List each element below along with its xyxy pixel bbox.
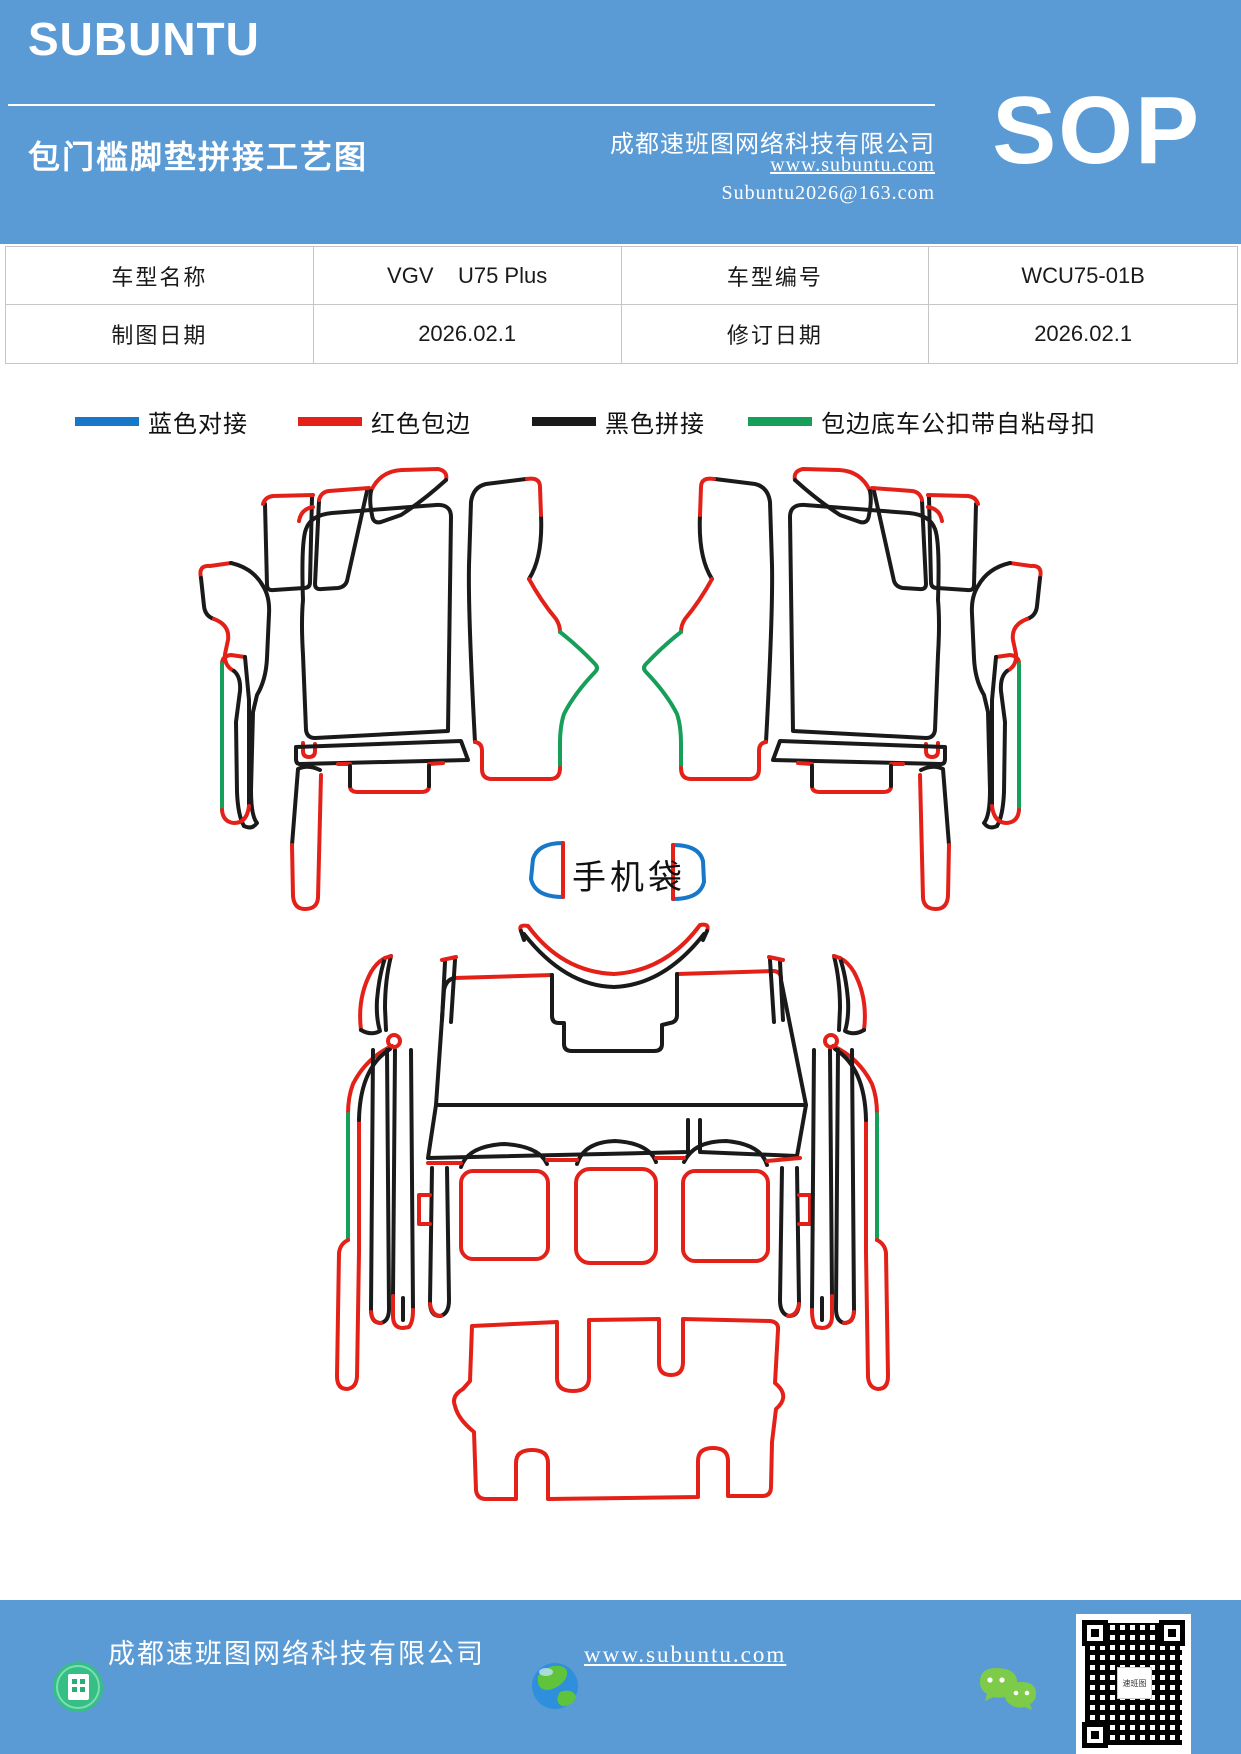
legend-label-black: 黑色拼接	[605, 412, 705, 438]
legend-swatch-green	[748, 417, 812, 426]
qr-finder-top-right	[1159, 1620, 1185, 1646]
legend-item-green: 包边底车公扣带自粘母扣	[748, 404, 1096, 439]
globe-icon	[532, 1663, 578, 1709]
legend-swatch-blue	[75, 417, 139, 426]
revise-date-value: 2026.02.1	[1034, 321, 1133, 346]
header-email: Subuntu2026@163.com	[721, 182, 935, 204]
legend-label-blue: 蓝色对接	[148, 412, 248, 438]
header-divider	[8, 104, 935, 106]
rear-mat-assembly-outline	[335, 922, 890, 1391]
model-code-label: 车型编号	[621, 247, 930, 305]
legend-item-red: 红色包边	[298, 404, 471, 439]
qr-code: 速班图	[1076, 1614, 1191, 1754]
legend: 蓝色对接 红色包边 黑色拼接 包边底车公扣带自粘母扣	[0, 398, 1241, 438]
qr-center-logo: 速班图	[1117, 1667, 1152, 1699]
phone-bag-outline	[529, 841, 706, 901]
model-code-value: WCU75-01B	[929, 247, 1237, 305]
header-company-name: 成都速班图网络科技有限公司	[610, 132, 935, 158]
draw-date-value: 2026.02.1	[314, 305, 622, 363]
wechat-icon[interactable]	[980, 1668, 1036, 1710]
phone-bag-label: 手机袋	[572, 859, 686, 897]
header-website-link[interactable]: www.subuntu.com	[770, 154, 935, 176]
footer-company-name: 成都速班图网络科技有限公司	[108, 1639, 485, 1669]
model-name-value: VGV U75 Plus	[313, 247, 622, 305]
legend-swatch-black	[532, 417, 596, 426]
qr-finder-bottom-left	[1082, 1722, 1108, 1748]
building-icon	[53, 1662, 103, 1712]
legend-item-blue: 蓝色对接	[75, 404, 248, 439]
header: SUBUNTU 包门槛脚垫拼接工艺图 成都速班图网络科技有限公司 www.sub…	[0, 0, 1241, 244]
front-right-mat-outline	[642, 467, 1043, 911]
footer: 成都速班图网络科技有限公司 www.subuntu.com 速班图	[0, 1600, 1241, 1754]
legend-label-red: 红色包边	[371, 412, 471, 438]
legend-label-green: 包边底车公扣带自粘母扣	[821, 412, 1096, 438]
page-title: 包门槛脚垫拼接工艺图	[28, 139, 369, 175]
footer-website-link[interactable]: www.subuntu.com	[584, 1642, 787, 1667]
model-name-label: 车型名称	[6, 247, 314, 305]
brand-logo: SUBUNTU	[28, 13, 260, 65]
sop-badge: SOP	[992, 77, 1201, 184]
revise-date-label: 修订日期	[622, 305, 930, 363]
vehicle-info-table: 车型名称 VGV U75 Plus 车型编号 WCU75-01B 制图日期 20…	[5, 246, 1238, 364]
third-row-mat-outline	[452, 1317, 786, 1501]
front-left-mat-outline	[198, 467, 599, 911]
qr-finder-top-left	[1082, 1620, 1108, 1646]
draw-date-label: 制图日期	[6, 305, 314, 363]
footer-icons	[53, 1662, 1036, 1712]
legend-swatch-red	[298, 417, 362, 426]
legend-item-black: 黑色拼接	[532, 404, 705, 439]
